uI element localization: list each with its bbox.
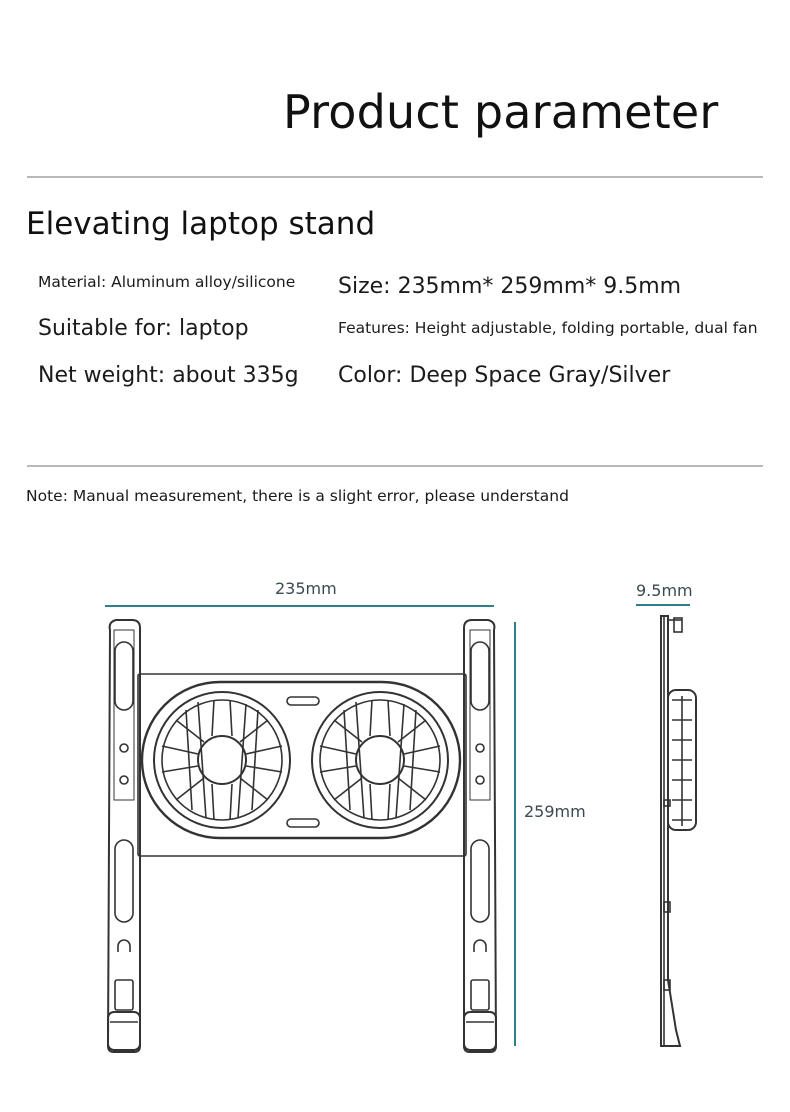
bottom-slot	[286, 818, 320, 828]
bottom-divider	[27, 465, 763, 467]
product-name: Elevating laptop stand	[26, 206, 376, 242]
spec-features: Features: Height adjustable, folding por…	[338, 319, 758, 337]
stand-front-view	[106, 619, 498, 1053]
measurement-note: Note: Manual measurement, there is a sli…	[26, 487, 569, 505]
top-slot	[286, 696, 320, 706]
spec-size: Size: 235mm* 259mm* 9.5mm	[338, 274, 682, 299]
spec-material: Material: Aluminum alloy/silicone	[38, 273, 296, 291]
spec-color: Color: Deep Space Gray/Silver	[338, 363, 671, 388]
stand-side-view	[660, 615, 697, 1047]
thickness-dimension-label: 9.5mm	[636, 581, 693, 600]
width-dimension-label: 235mm	[275, 579, 337, 598]
center-plate	[137, 673, 467, 857]
page-title: Product parameter	[283, 85, 719, 139]
height-dimension-label: 259mm	[524, 802, 586, 821]
left-fan	[153, 691, 291, 829]
left-leg	[106, 619, 141, 1053]
product-diagram	[105, 604, 697, 1053]
fan-housing	[140, 680, 462, 840]
spec-weight: Net weight: about 335g	[38, 363, 299, 388]
top-divider	[27, 176, 763, 178]
right-fan	[311, 691, 449, 829]
spec-suitable: Suitable for: laptop	[38, 316, 249, 341]
right-leg	[463, 619, 498, 1053]
